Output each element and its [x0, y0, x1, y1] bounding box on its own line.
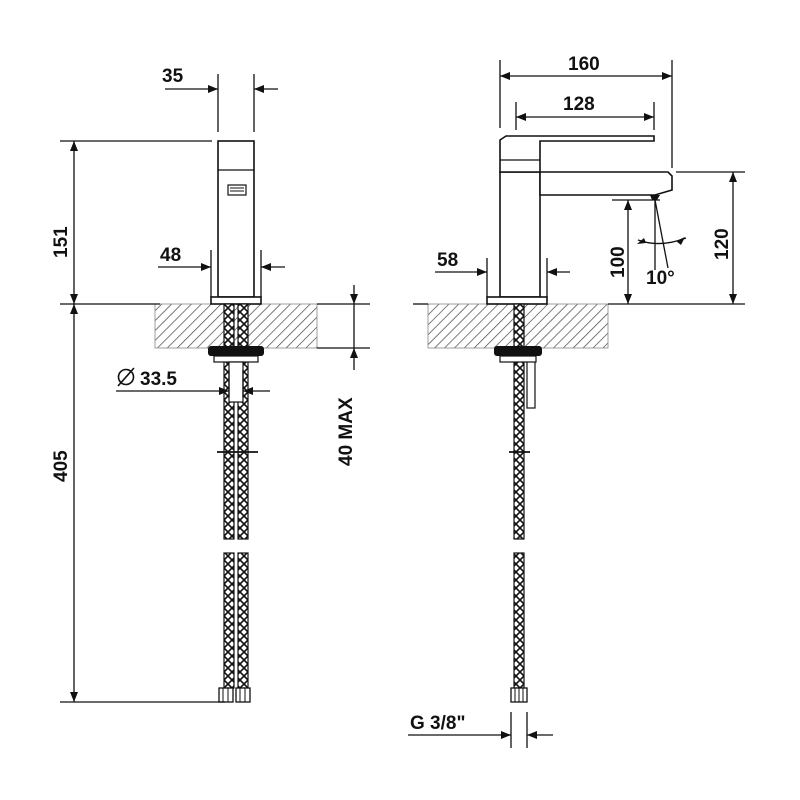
dim-side-overall-length: 160 — [499, 54, 673, 168]
dim-side-handle-length: 128 — [515, 94, 655, 130]
dim-front-body-height: 151 — [51, 140, 212, 304]
dim-label-33-5: 33.5 — [140, 369, 177, 390]
mounting-nut-front — [208, 346, 264, 403]
dim-front-base-width: 48 — [158, 245, 285, 297]
dim-counter-thickness: 40 MAX — [317, 285, 370, 466]
dim-label-58: 58 — [437, 250, 458, 271]
countertop-left — [154, 303, 318, 349]
dim-label-160: 160 — [568, 54, 600, 75]
diameter-icon — [117, 367, 135, 387]
dim-label-48: 48 — [160, 245, 181, 266]
mounting-nut-side — [494, 346, 542, 363]
dim-label-100: 100 — [608, 246, 629, 278]
dim-side-base-width: 58 — [435, 250, 570, 297]
hose-fittings-front — [217, 451, 258, 703]
dim-front-below-counter: 405 — [51, 304, 225, 703]
dim-label-angle: 10° — [646, 268, 675, 289]
dim-side-total-height: 120 — [676, 171, 745, 304]
dim-label-35: 35 — [162, 66, 184, 87]
dim-label-128: 128 — [563, 94, 595, 115]
dim-label-120: 120 — [712, 228, 733, 260]
dim-thread-size: G 3/8" — [408, 712, 553, 748]
dim-front-hole-diameter: 33.5 — [116, 367, 270, 398]
dim-side-spout-height: 100 — [608, 199, 660, 304]
dim-label-40-max: 40 MAX — [336, 397, 357, 466]
faucet-front-view — [210, 140, 262, 305]
faucet-side-view — [486, 135, 673, 305]
dim-side-angle: 10° — [637, 199, 687, 289]
dim-front-width-top: 35 — [162, 66, 278, 132]
dim-label-151: 151 — [51, 226, 72, 258]
dim-label-thread: G 3/8" — [410, 713, 465, 734]
dim-label-405: 405 — [51, 450, 72, 482]
hose-fitting-side — [510, 687, 528, 703]
